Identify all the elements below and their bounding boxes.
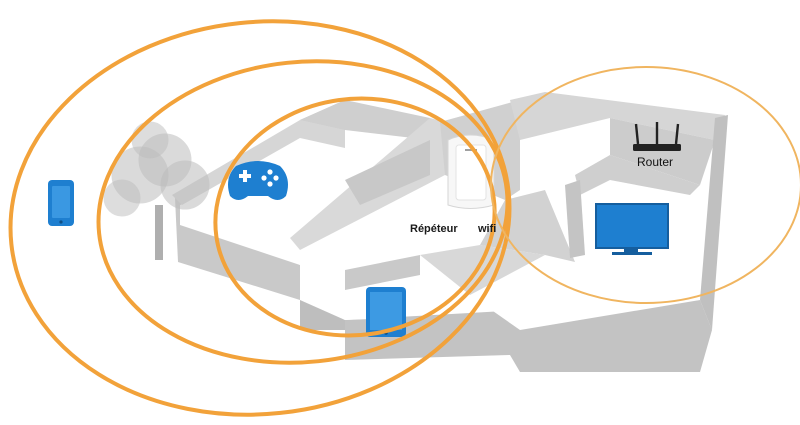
wall-divider-vertical: [565, 180, 585, 258]
wall-center-face: [345, 140, 430, 205]
tablet-icon: [366, 287, 406, 337]
tv-icon: [595, 203, 669, 255]
router-icon: [633, 122, 681, 151]
smartphone-icon: [48, 180, 74, 226]
router-label: Router: [637, 155, 673, 169]
repeater-signal-rings: [8, 19, 512, 417]
outer-wall-front-face: [300, 300, 345, 330]
wall-top-left-block: [300, 100, 430, 140]
repeater-ring-inner: [213, 96, 497, 338]
repeater-ring-middle: [96, 59, 510, 365]
router-signal-ring: [490, 66, 800, 304]
repeater-label: Répéteur: [410, 223, 458, 235]
tree-icon: [103, 121, 210, 260]
wall-partition-low: [420, 245, 545, 295]
floor-bottom-right: [470, 245, 700, 330]
wifi-label: wifi: [477, 223, 496, 235]
house-floor-plan: [172, 92, 728, 372]
gamepad-icon: [228, 161, 288, 200]
wall-front-divider: [345, 255, 420, 290]
wall-back-right: [510, 92, 725, 140]
wall-back-left: [172, 120, 345, 205]
wall-right-lower-divider: [575, 155, 700, 195]
wall-right-outer: [700, 115, 728, 330]
